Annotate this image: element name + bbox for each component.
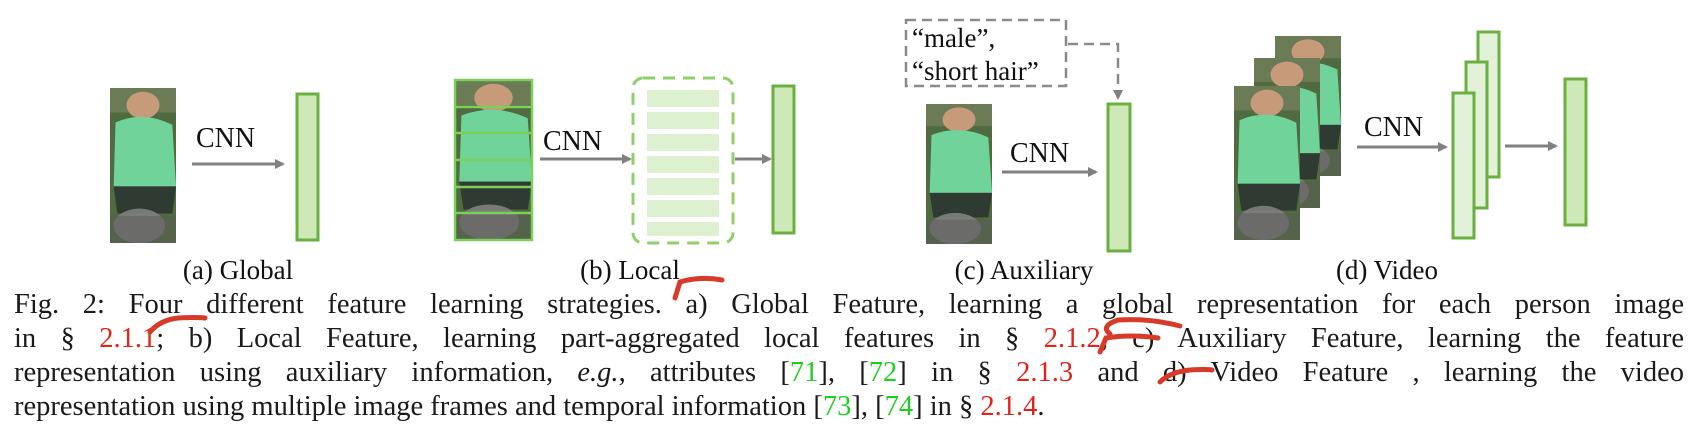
annotation-mark-1 (672, 275, 725, 301)
caption-text: representation using multiple image fram… (14, 391, 823, 422)
global-feature-bar (295, 92, 320, 242)
caption-text: . (1037, 391, 1045, 422)
panel-d-video: CNN (d) Video (1234, 30, 1588, 285)
caption-line-4: representation using multiple image fram… (14, 390, 1684, 424)
panel-a-global: CNN (a) Global (110, 88, 320, 285)
annotation-mark-4 (1097, 333, 1161, 355)
frame-feature-1 (1451, 91, 1476, 240)
section-ref-2-1-4[interactable]: 2.1.4 (980, 391, 1038, 422)
section-ref-2-1-3[interactable]: 2.1.3 (1016, 357, 1074, 388)
attribute-arrow (1068, 42, 1123, 100)
attribute-box (904, 18, 1068, 88)
cnn-label-a: CNN (196, 123, 255, 154)
auxiliary-feature-bar (1106, 102, 1132, 253)
caption-line-2: in § 2.1.1; b) Local Feature, learning p… (14, 322, 1684, 356)
panel-c-auxiliary: “male”, “short hair” CNN (c) Auxiliary (904, 18, 1132, 285)
label-b: (b) Local (580, 255, 680, 285)
annotation-mark-5 (1157, 367, 1215, 385)
citation-72[interactable]: 72 (868, 357, 898, 388)
label-d: (d) Video (1336, 255, 1438, 285)
caption-eg: e.g. (577, 357, 619, 388)
caption-line-3: representation using auxiliary informati… (14, 356, 1684, 390)
annotation-mark-2 (147, 315, 208, 335)
caption-line-1: Fig. 2: Four different feature learning … (14, 288, 1684, 322)
caption-text: ] in § (913, 391, 974, 422)
caption-text: ; b) Local Feature, learning part-aggreg… (156, 323, 1020, 354)
label-a: (a) Global (183, 255, 293, 285)
caption-text: ] in § (897, 357, 992, 388)
citation-71[interactable]: 71 (789, 357, 819, 388)
cnn-label-b: CNN (543, 126, 602, 157)
caption-text: , c) Auxiliary Feature, learning the fea… (1100, 323, 1684, 354)
citation-73[interactable]: 73 (822, 391, 852, 422)
caption-text: , attributes [ (618, 357, 790, 388)
attr-short-hair: “short hair” (912, 56, 1039, 86)
local-part-features (647, 90, 719, 236)
label-c: (c) Auxiliary (955, 255, 1094, 285)
caption-text: Fig. 2: Four different feature learning … (14, 289, 1684, 320)
stripe-grid (453, 78, 534, 242)
local-feature-bar (771, 84, 796, 235)
citation-74[interactable]: 74 (884, 391, 914, 422)
cnn-label-c: CNN (1010, 138, 1069, 169)
figure-diagram: CNN (a) Global CNN (b) Local (110, 18, 1588, 285)
attr-male: “male”, (912, 23, 995, 53)
caption-text: and d) Video Feature , learning the vide… (1097, 357, 1684, 388)
caption-text: in § (14, 323, 75, 354)
video-feature-bar (1563, 77, 1588, 227)
figure-caption: Fig. 2: Four different feature learning … (14, 288, 1684, 424)
cnn-label-d: CNN (1364, 112, 1423, 143)
caption-text: ], [ (851, 391, 885, 422)
caption-text: representation using auxiliary informati… (14, 357, 554, 388)
section-ref-2-1-1[interactable]: 2.1.1 (99, 323, 157, 354)
panel-b-local: CNN (b) Local (453, 76, 796, 285)
annotation-mark-3 (1103, 317, 1183, 337)
section-ref-2-1-2[interactable]: 2.1.2 (1043, 323, 1101, 354)
caption-text: ], [ (818, 357, 869, 388)
